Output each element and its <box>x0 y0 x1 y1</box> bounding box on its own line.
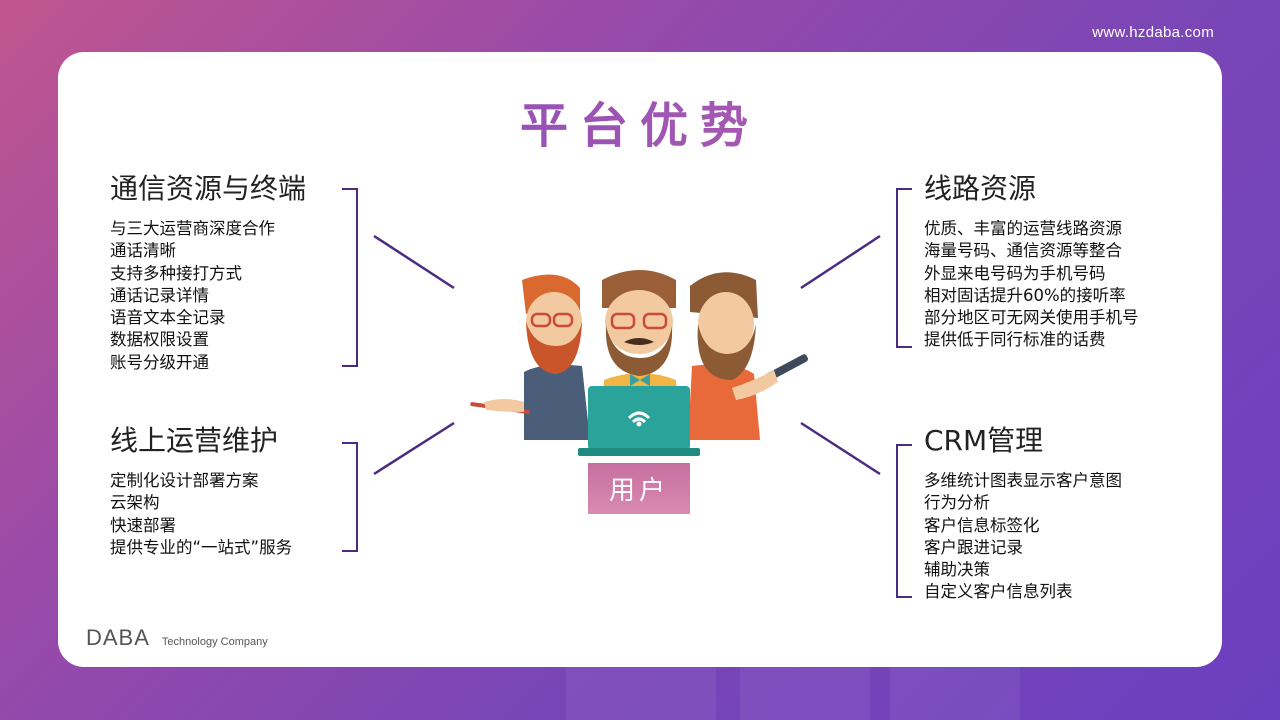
brand-tagline: Technology Company <box>161 636 268 648</box>
section-lines: 线路资源 优质、丰富的运营线路资源 海量号码、通信资源等整合 外显来电号码为手机… <box>924 172 1139 352</box>
section-heading: CRM管理 <box>924 424 1044 457</box>
list-item: 自定义客户信息列表 <box>924 582 1073 602</box>
bracket-decoration <box>342 188 358 367</box>
bracket-decoration <box>896 444 912 598</box>
section-list: 多维统计图表显示客户意图 行为分析 客户信息标签化 客户跟进记录 辅助决策 自定… <box>924 470 1122 604</box>
list-item: 相对固话提升60%的接听率 <box>924 285 1126 305</box>
section-heading: 通信资源与终端 <box>110 172 307 205</box>
bracket-decoration <box>342 442 358 552</box>
section-communication: 通信资源与终端 与三大运营商深度合作 通话清晰 支持多种接打方式 通话记录详情 … <box>110 172 306 374</box>
list-item: 海量号码、通信资源等整合 <box>924 241 1122 261</box>
list-item: 快速部署 <box>110 515 176 535</box>
section-crm: CRM管理 多维统计图表显示客户意图 行为分析 客户信息标签化 客户跟进记录 辅… <box>924 424 1122 604</box>
slide-card: 平台优势 通信资源与终端 与三大运营商深度合作 通话清晰 支持多种接打方式 通话… <box>58 52 1222 667</box>
background-stripe <box>890 660 1020 720</box>
list-item: 优质、丰富的运营线路资源 <box>924 219 1122 238</box>
list-item: 云架构 <box>110 493 160 513</box>
section-heading: 线上运营维护 <box>110 424 279 457</box>
list-item: 通话记录详情 <box>110 285 209 305</box>
list-item: 客户跟进记录 <box>924 537 1023 557</box>
left-person-figure <box>470 274 590 440</box>
background-stripe <box>566 660 716 720</box>
connector-lines <box>373 234 881 476</box>
list-item: 通话清晰 <box>110 241 176 261</box>
list-item: 行为分析 <box>924 493 990 513</box>
user-label: 用户 <box>588 463 690 514</box>
list-item: 与三大运营商深度合作 <box>110 219 275 238</box>
list-item: 多维统计图表显示客户意图 <box>924 471 1122 490</box>
section-list: 定制化设计部署方案 云架构 快速部署 提供专业的“一站式”服务 <box>110 470 292 559</box>
brand-logo: DABA <box>86 625 150 650</box>
list-item: 账号分级开通 <box>110 352 209 372</box>
section-heading: 线路资源 <box>924 172 1037 205</box>
list-item: 提供专业的“一站式”服务 <box>110 537 293 557</box>
website-url[interactable]: www.hzdaba.com <box>1092 24 1214 41</box>
section-list: 与三大运营商深度合作 通话清晰 支持多种接打方式 通话记录详情 语音文本全记录 … <box>110 218 306 374</box>
list-item: 外显来电号码为手机号码 <box>924 263 1106 283</box>
list-item: 客户信息标签化 <box>924 515 1040 535</box>
list-item: 辅助决策 <box>924 560 990 580</box>
section-operations: 线上运营维护 定制化设计部署方案 云架构 快速部署 提供专业的“一站式”服务 <box>110 424 292 559</box>
users-illustration <box>470 270 809 456</box>
background-stripe <box>740 660 870 720</box>
list-item: 定制化设计部署方案 <box>110 471 259 490</box>
right-person-figure <box>688 272 809 440</box>
list-item: 数据权限设置 <box>110 330 209 350</box>
list-item: 部分地区可无网关使用手机号 <box>924 308 1139 328</box>
slide-title: 平台优势 <box>58 86 1222 156</box>
section-list: 优质、丰富的运营线路资源 海量号码、通信资源等整合 外显来电号码为手机号码 相对… <box>924 218 1139 352</box>
footer-brand: DABA Technology Company <box>86 625 268 651</box>
laptop-figure <box>578 386 700 456</box>
list-item: 提供低于同行标准的话费 <box>924 330 1106 350</box>
bracket-decoration <box>896 188 912 348</box>
list-item: 语音文本全记录 <box>110 308 226 328</box>
list-item: 支持多种接打方式 <box>110 263 242 283</box>
